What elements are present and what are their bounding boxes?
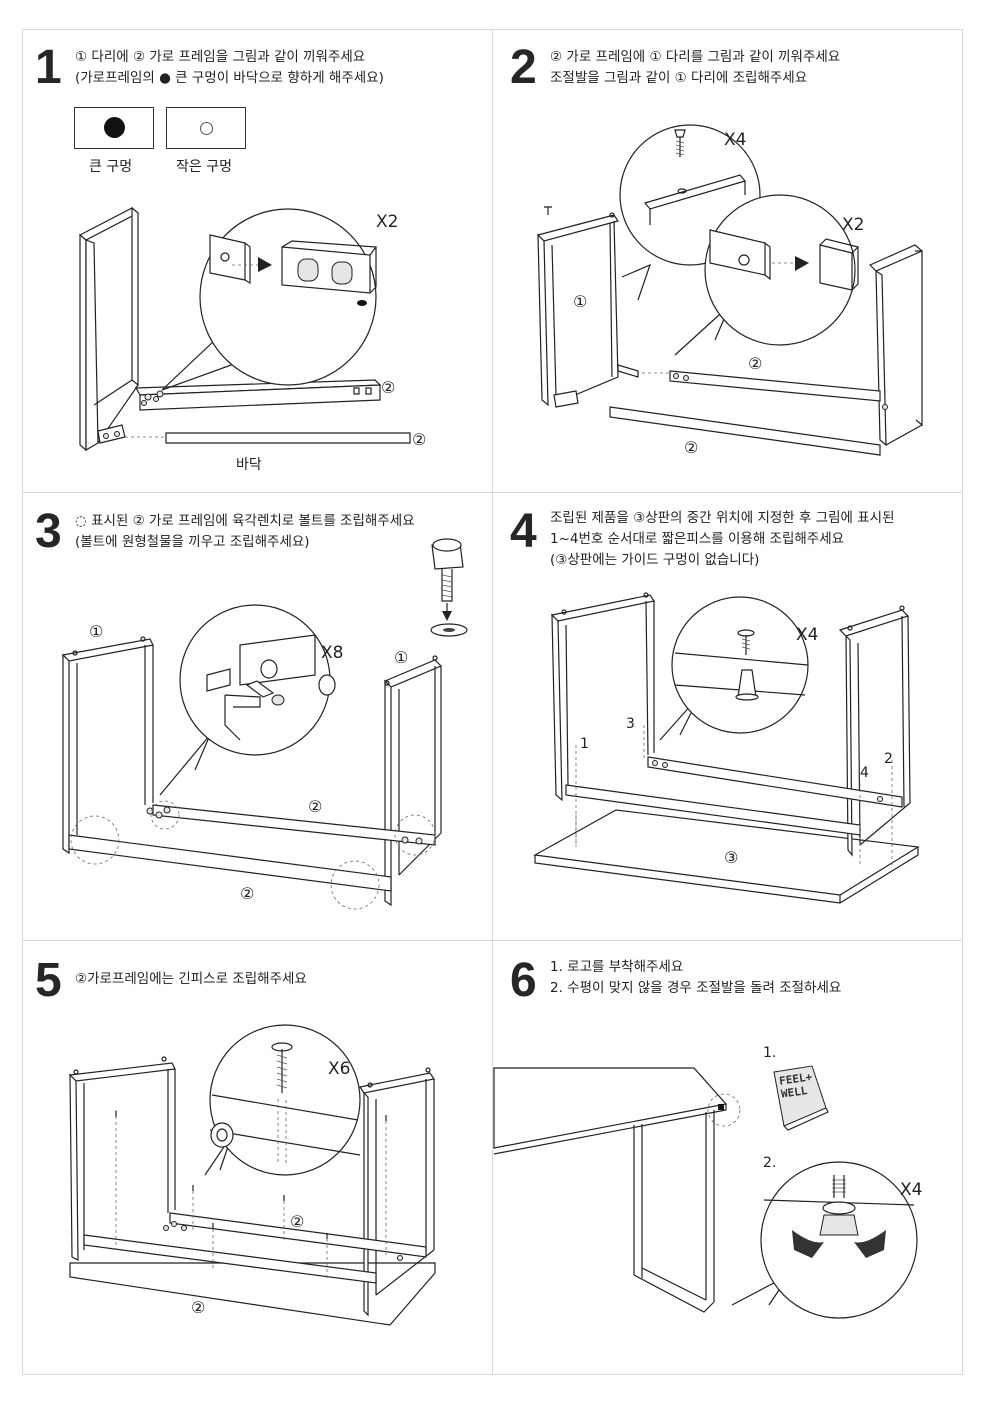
step-3-frame-label: ② [308, 797, 323, 816]
row-divider-1 [22, 492, 963, 493]
step-1-number: 1 [35, 41, 62, 94]
step-2-quantity-top: X4 [724, 130, 747, 150]
step-1-quantity: X2 [376, 212, 399, 232]
column-divider [492, 29, 493, 1375]
big-hole-box [74, 107, 154, 149]
step-3-illustration [61, 538, 468, 910]
step-5-frame-label: ② [290, 1212, 305, 1231]
step-3-quantity: X8 [321, 643, 344, 663]
step-6-sub-1: 1. [763, 1045, 777, 1061]
step-4-line-1: 조립된 제품을 ③상판의 중간 위치에 지정한 후 그림에 표시된 [550, 510, 895, 526]
feel-well-logo: FEEL+ WELL [778, 1069, 821, 1100]
step-4-top-label: ③ [724, 848, 739, 867]
step-2-illustration [536, 124, 924, 456]
step-5-illustration [68, 1024, 436, 1326]
step-5-line-1: ②가로프레임에는 긴피스로 조립해주세요 [75, 971, 307, 987]
big-hole-label: 큰 구멍 [89, 159, 133, 175]
step-3-number: 3 [35, 505, 62, 558]
step-1-line-1: ① 다리에 ② 가로 프레임을 그림과 같이 끼워주세요 [75, 49, 366, 65]
step-3-right-leg-label: ① [394, 648, 409, 667]
step-4-line-3: (③상판에는 가이드 구멍이 없습니다) [550, 552, 760, 568]
step-6-line-2: 2. 수평이 맞지 않을 경우 조절발을 돌려 조절하세요 [550, 980, 842, 996]
step-5-quantity: X6 [328, 1059, 351, 1079]
step-6-illustration [493, 1065, 918, 1319]
small-hole-icon [200, 122, 213, 135]
step-1-line-2: (가로프레임의 ● 큰 구멍이 바닥으로 향하게 해주세요) [75, 70, 384, 86]
step-4-line-2: 1~4번호 순서대로 짧은피스를 이용해 조립해주세요 [550, 531, 845, 547]
step-6-sub-2: 2. [763, 1155, 777, 1171]
step-2-quantity-right: X2 [842, 215, 865, 235]
step-6-line-1: 1. 로고를 부착해주세요 [550, 959, 684, 975]
step-3-line-1: ◌ 표시된 ② 가로 프레임에 육각렌치로 볼트를 조립해주세요 [75, 513, 415, 529]
big-hole-icon [104, 117, 125, 138]
step-3-line-2: (볼트에 원형철물을 끼우고 조립해주세요) [75, 534, 310, 550]
step-1-part-2-label: ② [381, 378, 396, 397]
step-4-order-4: 4 [860, 765, 869, 781]
step-5-number: 5 [35, 954, 62, 1007]
step-4-number: 4 [510, 505, 537, 558]
step-1-part-2-floor-label: ② [412, 430, 427, 449]
step-4-quantity: X4 [796, 625, 819, 645]
step-1-illustration [78, 206, 411, 452]
step-2-floor-frame-label: ② [684, 438, 699, 457]
step-3-floor-frame-label: ② [240, 884, 255, 903]
step-5-floor-frame-label: ② [191, 1298, 206, 1317]
step-4-order-1: 1 [580, 736, 589, 752]
step-3-left-leg-label: ① [89, 622, 104, 641]
row-divider-2 [22, 940, 963, 941]
step-6-quantity: X4 [900, 1180, 923, 1200]
step-2-line-2: 조절발을 그림과 같이 ① 다리에 조립해주세요 [550, 70, 808, 86]
step-2-line-1: ② 가로 프레임에 ① 다리를 그림과 같이 끼워주세요 [550, 49, 841, 65]
small-hole-box [166, 107, 246, 149]
step-2-frame-label: ② [748, 354, 763, 373]
step-4-illustration [533, 592, 920, 904]
step-4-order-2: 2 [884, 751, 893, 767]
step-2-number: 2 [510, 41, 537, 94]
step-4-order-3: 3 [626, 716, 635, 732]
step-2-leg-label: ① [573, 292, 588, 311]
small-hole-label: 작은 구멍 [176, 159, 232, 175]
step-1-floor-label: 바닥 [236, 457, 262, 473]
step-6-number: 6 [510, 954, 537, 1007]
